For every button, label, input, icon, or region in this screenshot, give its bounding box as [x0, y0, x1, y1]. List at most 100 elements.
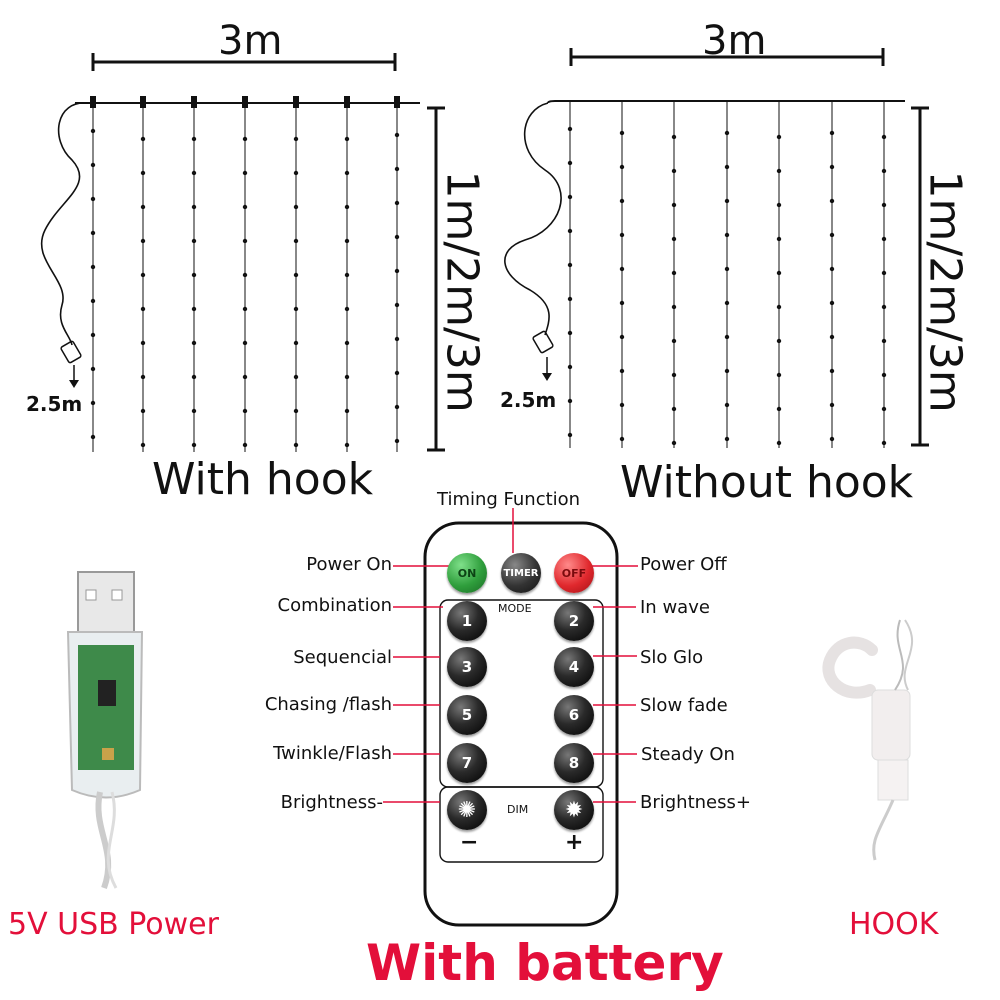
led-dot — [776, 338, 782, 344]
led-dot — [567, 364, 573, 370]
led-dot — [671, 304, 677, 310]
right-label-steady-on: Steady On — [641, 744, 735, 765]
led-dot — [776, 440, 782, 446]
led-dot — [671, 440, 677, 446]
led-dot — [881, 338, 887, 344]
led-dot — [394, 302, 400, 308]
led-dot — [567, 330, 573, 336]
hook-clip-icon — [191, 96, 197, 108]
led-dot — [344, 204, 350, 210]
battery-caption: With battery — [366, 934, 724, 992]
led-dot — [242, 136, 248, 142]
led-dot — [829, 232, 835, 238]
led-dot — [191, 442, 197, 448]
right-light-strands — [567, 101, 887, 448]
led-dot — [90, 230, 96, 236]
led-dot — [776, 202, 782, 208]
led-dot — [293, 272, 299, 278]
left-light-strands — [90, 103, 400, 452]
led-dot — [619, 232, 625, 238]
power-on-button[interactable]: ON — [447, 553, 487, 593]
led-dot — [567, 432, 573, 438]
mode-button-6[interactable]: 6 — [554, 695, 594, 735]
led-dot — [90, 298, 96, 304]
timer-button[interactable]: TIMER — [501, 553, 541, 593]
led-dot — [394, 404, 400, 410]
right-usb-plug-icon — [532, 330, 554, 354]
led-dot — [829, 266, 835, 272]
led-dot — [293, 442, 299, 448]
mode-button-4[interactable]: 4 — [554, 647, 594, 687]
mode-button-3[interactable]: 3 — [447, 647, 487, 687]
led-dot — [242, 408, 248, 414]
led-dot — [776, 372, 782, 378]
right-label-power-off: Power Off — [640, 554, 727, 575]
left-width-label: 3m — [218, 18, 283, 64]
hook-clip-icon — [140, 96, 146, 108]
brightness-up-button[interactable]: ✹ — [554, 790, 594, 830]
led-dot — [90, 434, 96, 440]
led-dot — [671, 406, 677, 412]
usb-dongle-image — [66, 571, 144, 890]
led-dot — [619, 130, 625, 136]
led-dot — [567, 126, 573, 132]
led-dot — [191, 306, 197, 312]
led-dot — [140, 408, 146, 414]
led-dot — [829, 368, 835, 374]
led-dot — [619, 300, 625, 306]
led-dot — [724, 402, 730, 408]
power-off-button[interactable]: OFF — [554, 553, 594, 593]
led-dot — [191, 374, 197, 380]
led-dot — [293, 170, 299, 176]
led-dot — [140, 272, 146, 278]
plus-sign: + — [565, 830, 584, 855]
led-dot — [567, 296, 573, 302]
led-dot — [671, 168, 677, 174]
led-dot — [344, 340, 350, 346]
left-cable — [40, 102, 89, 346]
minus-sign: − — [460, 830, 479, 855]
led-dot — [881, 440, 887, 446]
led-dot — [829, 436, 835, 442]
right-height-label: 1m/2m/3m — [919, 170, 971, 413]
led-dot — [567, 398, 573, 404]
dim-label: DIM — [507, 803, 529, 816]
led-dot — [344, 136, 350, 142]
mode-button-8[interactable]: 8 — [554, 743, 594, 783]
led-dot — [242, 374, 248, 380]
led-dot — [293, 136, 299, 142]
led-dot — [881, 270, 887, 276]
left-label-power-on: Power On — [306, 554, 392, 575]
led-dot — [724, 436, 730, 442]
led-dot — [724, 130, 730, 136]
led-dot — [344, 408, 350, 414]
led-dot — [191, 272, 197, 278]
led-dot — [724, 300, 730, 306]
led-dot — [829, 402, 835, 408]
mode-button-5[interactable]: 5 — [447, 695, 487, 735]
left-label-sequencial: Sequencial — [293, 647, 392, 668]
brightness-down-button[interactable]: ✺ — [447, 790, 487, 830]
curtain-diagrams — [40, 48, 929, 452]
mode-button-1[interactable]: 1 — [447, 601, 487, 641]
left-caption: With hook — [152, 454, 374, 505]
led-dot — [724, 198, 730, 204]
led-dot — [90, 128, 96, 134]
led-dot — [776, 304, 782, 310]
hook-caption: HOOK — [849, 907, 939, 942]
led-dot — [724, 232, 730, 238]
led-dot — [619, 164, 625, 170]
led-dot — [881, 406, 887, 412]
led-dot — [881, 168, 887, 174]
led-dot — [140, 204, 146, 210]
led-dot — [90, 196, 96, 202]
led-dot — [829, 130, 835, 136]
led-dot — [724, 164, 730, 170]
led-dot — [776, 270, 782, 276]
led-dot — [776, 236, 782, 242]
led-dot — [90, 162, 96, 168]
led-dot — [242, 272, 248, 278]
mode-button-7[interactable]: 7 — [447, 743, 487, 783]
led-dot — [394, 132, 400, 138]
mode-button-2[interactable]: 2 — [554, 601, 594, 641]
